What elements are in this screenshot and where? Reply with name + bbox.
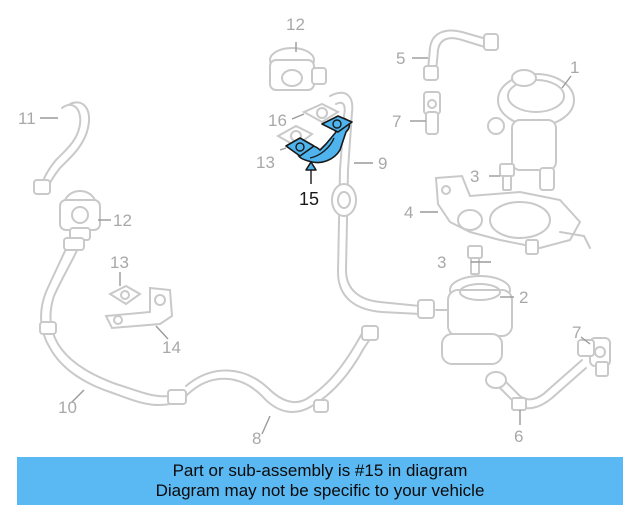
part-3-upper-bolt — [499, 163, 515, 191]
parts-diagram: 1 2 3 3 4 5 6 7 7 8 9 10 11 12 12 13 13 … — [18, 15, 611, 448]
part-1-air-pump — [487, 69, 575, 191]
callout-6: 6 — [514, 427, 523, 446]
part-15-highlighted-pipe — [285, 115, 353, 164]
part-5-hose — [423, 29, 499, 81]
callout-15-highlighted: 15 — [299, 189, 319, 209]
callout-3-lower: 3 — [437, 253, 446, 272]
part-14-elbow — [104, 286, 174, 330]
callout-5: 5 — [396, 49, 405, 68]
part-13-lower-gasket — [107, 284, 142, 306]
callout-13-lower: 13 — [110, 253, 129, 272]
part-9-pipe — [329, 91, 435, 319]
part-8-hose — [185, 325, 379, 413]
callout-1: 1 — [570, 58, 579, 77]
callout-4: 4 — [404, 203, 413, 222]
callout-10: 10 — [58, 398, 77, 417]
callout-14: 14 — [162, 338, 181, 357]
banner-line-1: Part or sub-assembly is #15 in diagram — [172, 461, 468, 480]
part-6-hose — [499, 359, 587, 411]
part-4-bracket — [434, 174, 591, 255]
part-16-gasket — [301, 102, 341, 124]
callout-12-left: 12 — [113, 211, 132, 230]
callout-7-lower: 7 — [572, 323, 581, 342]
part-12-upper-valve — [269, 47, 327, 91]
callout-12-upper: 12 — [286, 15, 305, 34]
callout-11: 11 — [18, 109, 36, 128]
banner-line-2: Diagram may not be specific to your vehi… — [155, 481, 485, 500]
callout-labels: 1 2 3 3 4 5 6 7 7 8 9 10 11 12 12 13 13 … — [18, 15, 581, 448]
part-7-upper-valve — [423, 91, 441, 135]
callout-8: 8 — [252, 429, 261, 448]
callout-2: 2 — [519, 288, 528, 307]
part-12-left-valve — [59, 190, 101, 241]
callout-9: 9 — [378, 154, 387, 173]
callout-7-upper: 7 — [392, 112, 401, 131]
leader-lines — [40, 42, 591, 435]
part-3-lower-bolt — [467, 245, 483, 275]
part-10-hose — [39, 237, 187, 406]
callout-3-upper: 3 — [470, 167, 479, 186]
callout-13-upper: 13 — [256, 153, 275, 172]
part-2-pump — [435, 275, 513, 389]
part-11-hose — [33, 101, 90, 195]
callout-16: 16 — [268, 111, 287, 130]
info-banner: Part or sub-assembly is #15 in diagram D… — [17, 457, 623, 505]
